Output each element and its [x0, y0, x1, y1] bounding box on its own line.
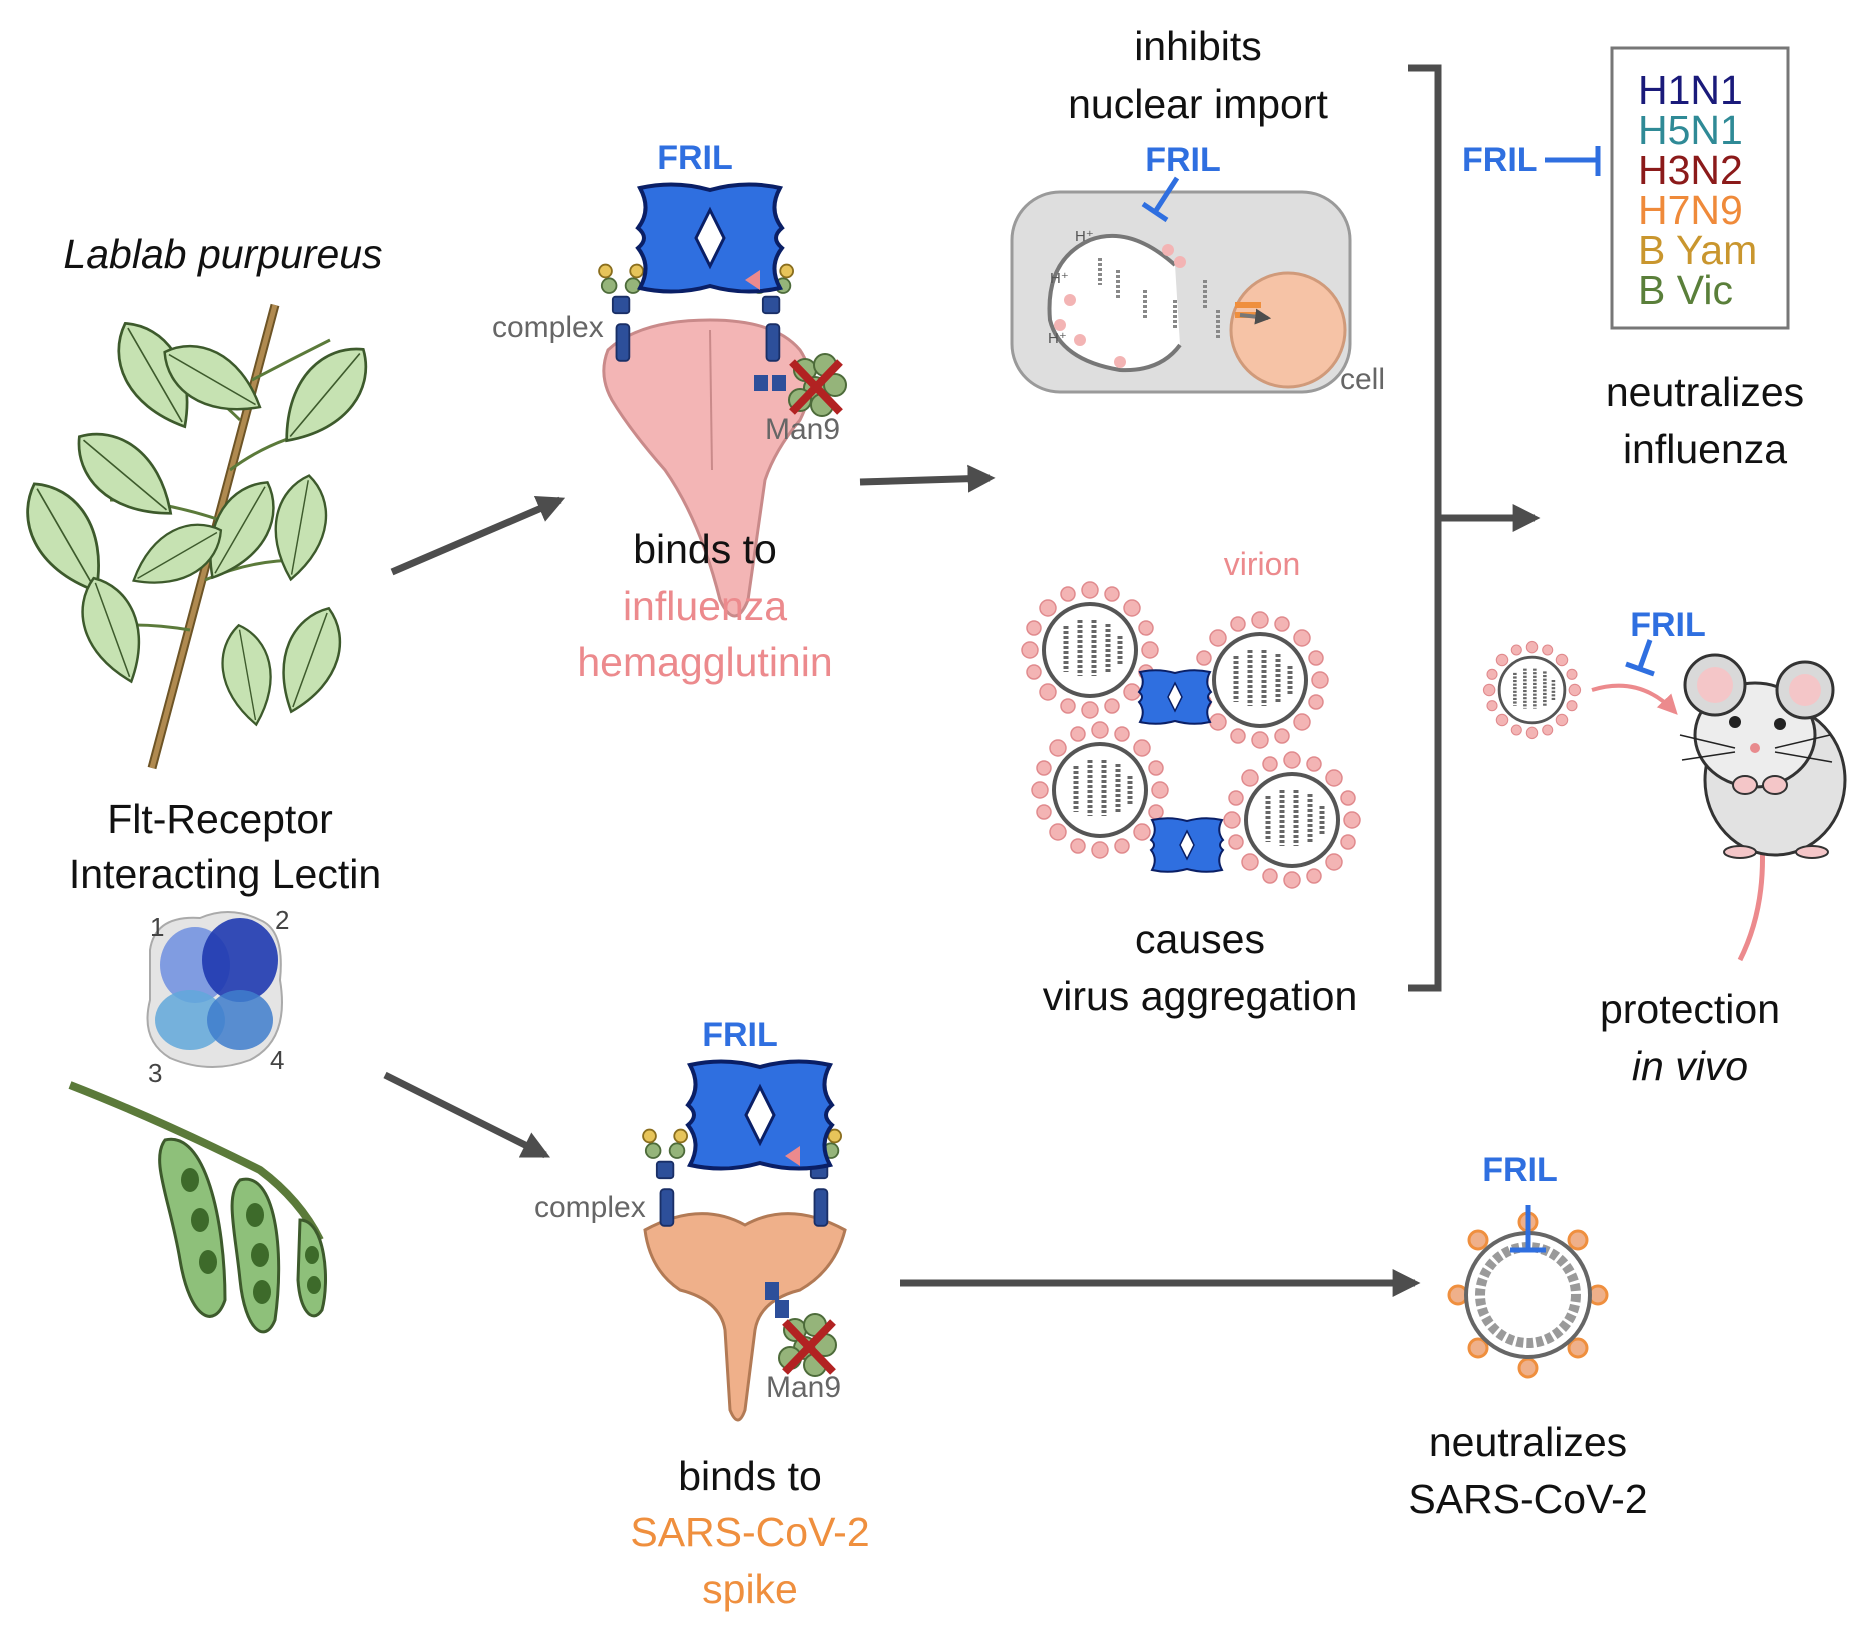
virus-aggregation-illustration: [1022, 582, 1360, 888]
sars-neutralizes: neutralizes: [1428, 1419, 1628, 1465]
strain-h5n1: H5N1: [1638, 107, 1743, 153]
ha-binds-to: binds to: [633, 526, 777, 572]
ha-fril-label: FRIL: [657, 139, 733, 177]
species-name: Lablab purpureus: [63, 231, 383, 277]
lablab-plant-illustration: [7, 303, 386, 770]
nuclear-fril-label: FRIL: [1145, 141, 1221, 179]
spike-fril-label: FRIL: [702, 1016, 778, 1054]
protection-label: protection: [1599, 986, 1781, 1032]
strain-box: [1610, 46, 1790, 330]
flow-arrows: [383, 464, 1541, 1297]
lablab-pods-illustration: [68, 1081, 328, 1334]
ha-hemagglutinin: hemagglutinin: [577, 639, 833, 685]
spike-man9-label: Man9: [766, 1371, 842, 1404]
nuclear-import: nuclear import: [1068, 81, 1328, 127]
subunit-4: 4: [270, 1045, 285, 1075]
in-vivo-label: in vivo: [1631, 1043, 1749, 1089]
aggregation-causes: causes: [1135, 916, 1265, 962]
proton-label: H⁺: [1075, 228, 1094, 245]
aggregation-label: virus aggregation: [1042, 973, 1358, 1019]
strain-b-yam: B Yam: [1638, 227, 1758, 273]
subunit-3: 3: [148, 1058, 163, 1088]
spike-sars-cov-2: SARS-CoV-2: [630, 1509, 870, 1555]
sars-cov-2-label: SARS-CoV-2: [1408, 1476, 1648, 1522]
subunit-1: 1: [150, 912, 165, 942]
strain-h1n1: H1N1: [1638, 67, 1743, 113]
combine-bracket: [1408, 64, 1442, 992]
mouse-illustration: [1482, 639, 1847, 962]
hemagglutinin-binding-illustration: [598, 182, 847, 618]
flu-neutralizes: neutralizes: [1605, 369, 1805, 415]
sars-fril-label: FRIL: [1482, 1151, 1558, 1189]
subunit-2: 2: [275, 905, 290, 935]
strain-h3n2: H3N2: [1638, 147, 1743, 193]
fril-structure-image: [146, 910, 283, 1068]
spike-binds-to: binds to: [678, 1453, 822, 1499]
mouse-fril-label: FRIL: [1630, 606, 1706, 644]
strain-h7n9: H7N9: [1638, 187, 1743, 233]
strains-fril-label: FRIL: [1462, 141, 1538, 179]
fril-fullname-line2: Interacting Lectin: [68, 851, 382, 897]
strain-b-vic: B Vic: [1638, 267, 1733, 313]
ha-man9-label: Man9: [765, 413, 841, 446]
ha-influenza: influenza: [622, 583, 788, 629]
flu-influenza: influenza: [1622, 426, 1788, 472]
spike-binding-illustration: [642, 1059, 847, 1422]
cell-label: cell: [1340, 363, 1386, 396]
proton-label: H⁺: [1048, 330, 1067, 347]
ha-complex-label: complex: [492, 311, 604, 344]
spike-word: spike: [702, 1566, 798, 1612]
fril-fullname-line1: Flt-Receptor: [107, 796, 333, 842]
spike-complex-label: complex: [534, 1191, 646, 1224]
proton-label: H⁺: [1050, 270, 1069, 287]
cell-nuclear-import-illustration: [1010, 176, 1352, 394]
virion-label: virion: [1223, 546, 1301, 582]
nuclear-inhibits: inhibits: [1134, 23, 1262, 69]
sars-cov-2-virion-illustration: [1447, 1205, 1609, 1379]
